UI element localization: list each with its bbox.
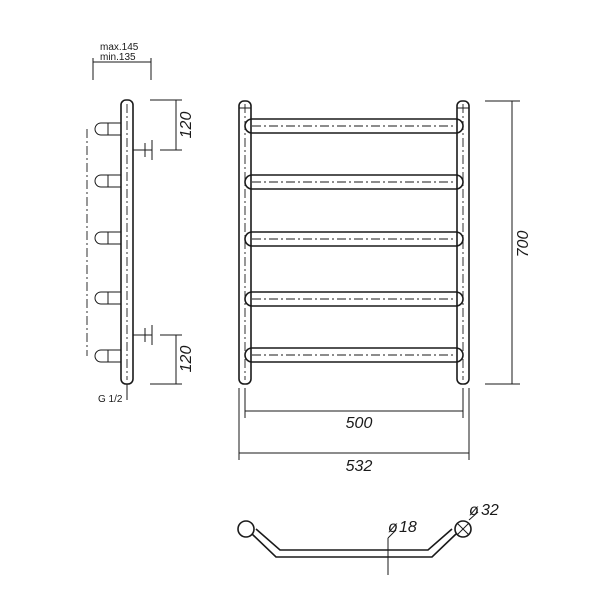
side-rung [94, 122, 121, 136]
post-diameter-symbol: ø [469, 502, 479, 519]
bottom-offset-dimension: 120 [150, 334, 195, 385]
inner-width-label: 500 [346, 415, 373, 432]
top-offset-dimension: 120 [150, 99, 195, 151]
outer-width-dimension: 532 [238, 388, 470, 475]
inner-width-dimension: 500 [244, 388, 464, 432]
top-offset-label: 120 [178, 112, 195, 139]
height-label: 700 [515, 231, 532, 258]
side-view: max.145 min.135 [86, 42, 195, 405]
side-rungs [94, 122, 121, 363]
front-rung [244, 118, 464, 134]
thread-label: G 1/2 [98, 394, 123, 405]
depth-min-label: min.135 [100, 52, 136, 63]
post-diameter-label: 32 [481, 502, 499, 519]
wall-bracket-bottom [133, 325, 153, 345]
side-rung [94, 349, 121, 363]
side-rung [94, 174, 121, 188]
wall-bracket-top [133, 140, 153, 160]
front-post-left [238, 100, 252, 385]
bar-diameter-symbol: ø [388, 519, 398, 536]
depth-dimension: max.145 min.135 [92, 42, 152, 80]
top-right-post [454, 520, 472, 538]
top-left-post [237, 520, 255, 538]
bar-diameter-label: 18 [399, 519, 417, 536]
side-rung [94, 231, 121, 245]
front-rungs [244, 118, 464, 363]
top-view: ø 18 ø 32 [237, 502, 499, 575]
height-dimension: 700 [485, 100, 532, 385]
front-rung [244, 174, 464, 190]
depth-max-label: max.145 [100, 42, 139, 53]
front-rung [244, 231, 464, 247]
outer-width-label: 532 [346, 458, 373, 475]
front-rung [244, 291, 464, 307]
side-rung [94, 291, 121, 305]
bottom-offset-label: 120 [178, 346, 195, 373]
front-rung [244, 347, 464, 363]
front-view: 700 500 532 [238, 100, 532, 475]
front-post-right [456, 100, 470, 385]
